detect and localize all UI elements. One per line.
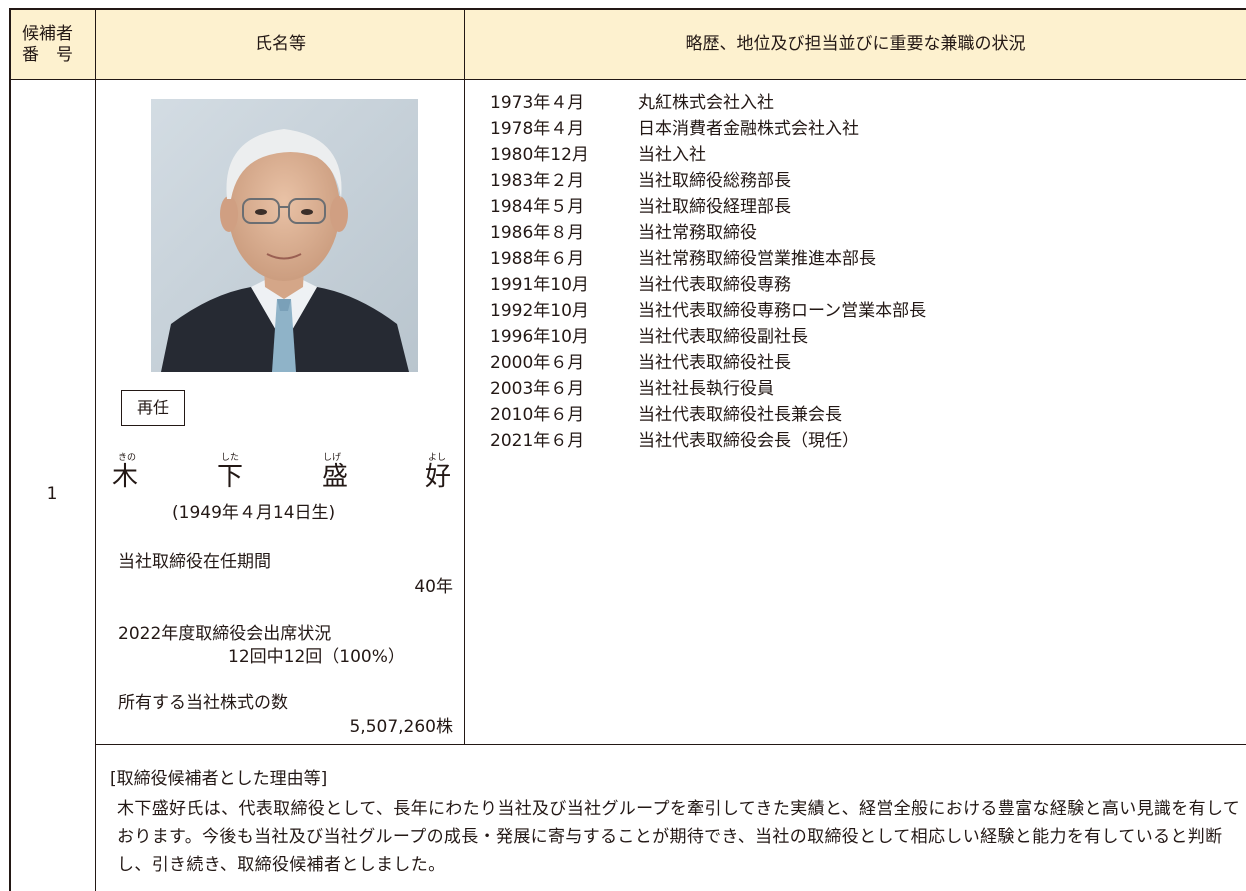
name-char-3: 盛: [322, 462, 349, 492]
divider-number-name: [95, 8, 96, 891]
left-border: [9, 8, 11, 891]
career-description: 当社取締役経理部長: [638, 197, 791, 217]
career-date: 2021年６月: [490, 431, 585, 451]
career-description: 当社代表取締役副社長: [638, 327, 808, 347]
header-cell-name: [96, 9, 465, 79]
shares-value: 5,507,260株: [349, 717, 453, 737]
career-description: 当社代表取締役専務: [638, 275, 791, 295]
header-number-line2: 番 号: [22, 45, 73, 65]
career-date: 1973年４月: [490, 93, 585, 113]
header-career: 略歴、地位及び担当並びに重要な兼職の状況: [685, 34, 1026, 54]
career-description: 当社常務取締役営業推進本部長: [638, 249, 876, 269]
name-char-4: 好: [425, 462, 452, 492]
career-date: 1980年12月: [490, 145, 589, 165]
career-entry: 1978年４月 日本消費者金融株式会社入社: [490, 116, 926, 142]
attendance-label: 2022年度取締役会出席状況: [118, 624, 332, 644]
career-date: 1978年４月: [490, 119, 585, 139]
career-description: 当社代表取締役専務ローン営業本部長: [638, 301, 927, 321]
career-date: 1983年２月: [490, 171, 585, 191]
career-entry: 1984年５月 当社取締役経理部長: [490, 194, 926, 220]
career-entry: 1983年２月 当社取締役総務部長: [490, 168, 926, 194]
career-date: 1991年10月: [490, 275, 589, 295]
career-entry: 2003年６月 当社社長執行役員: [490, 376, 926, 402]
candidate-photo: [151, 99, 418, 372]
name-char-1: 木: [112, 462, 139, 492]
career-description: 当社取締役総務部長: [638, 171, 791, 191]
header-cell-career: [465, 9, 1246, 79]
career-date: 2010年６月: [490, 405, 585, 425]
career-entry: 1986年８月 当社常務取締役: [490, 220, 926, 246]
career-date: 1992年10月: [490, 301, 589, 321]
header-name: 氏名等: [255, 34, 306, 54]
top-border: [9, 8, 1246, 10]
career-date: 1984年５月: [490, 197, 585, 217]
career-description: 日本消費者金融株式会社入社: [638, 119, 859, 139]
career-date: 1986年８月: [490, 223, 585, 243]
divider-name-career: [464, 8, 465, 744]
reason-top-border: [95, 744, 1246, 745]
career-entry: 2000年６月 当社代表取締役社長: [490, 350, 926, 376]
career-entry: 2010年６月 当社代表取締役社長兼会長: [490, 402, 926, 428]
career-description: 当社社長執行役員: [638, 379, 774, 399]
career-date: 1996年10月: [490, 327, 589, 347]
career-history-list: 1973年４月 丸紅株式会社入社 1978年４月 日本消費者金融株式会社入社 1980年…: [490, 90, 926, 454]
career-date: 1988年６月: [490, 249, 585, 269]
name-ruby-2: した: [221, 453, 240, 463]
tenure-label: 当社取締役在任期間: [118, 552, 271, 572]
career-entry: 1992年10月 当社代表取締役専務ローン営業本部長: [490, 298, 926, 324]
career-description: 当社代表取締役社長兼会長: [638, 405, 842, 425]
reappointment-badge: 再任: [121, 390, 185, 426]
career-description: 当社代表取締役会長（現任）: [638, 431, 859, 451]
career-entry: 1988年６月 当社常務取締役営業推進本部長: [490, 246, 926, 272]
career-date: 2000年６月: [490, 353, 585, 373]
attendance-value: 12回中12回（100%）: [228, 647, 405, 667]
candidate-number: 1: [46, 484, 58, 504]
portrait-image: [151, 99, 418, 372]
career-entry: 1991年10月 当社代表取締役専務: [490, 272, 926, 298]
career-entry: 1973年４月 丸紅株式会社入社: [490, 90, 926, 116]
career-description: 当社常務取締役: [638, 223, 757, 243]
career-entry: 1980年12月 当社入社: [490, 142, 926, 168]
name-ruby-1: きの: [118, 453, 137, 463]
career-description: 当社代表取締役社長: [638, 353, 791, 373]
career-entry: 2021年６月 当社代表取締役会長（現任）: [490, 428, 926, 454]
name-ruby-3: しげ: [323, 453, 342, 463]
header-cell-number: [9, 9, 96, 79]
career-entry: 1996年10月 当社代表取締役副社長: [490, 324, 926, 350]
shares-label: 所有する当社株式の数: [118, 693, 288, 713]
career-description: 丸紅株式会社入社: [638, 93, 774, 113]
reason-body: 木下盛好氏は、代表取締役として、長年にわたり当社及び当社グループを牽引してきた実…: [117, 799, 1241, 875]
name-ruby-4: よし: [428, 453, 447, 463]
reason-title: [取締役候補者とした理由等]: [110, 769, 328, 789]
career-date: 2003年６月: [490, 379, 585, 399]
header-number-line1: 候補者: [22, 24, 73, 44]
tenure-value: 40年: [414, 577, 453, 597]
career-description: 当社入社: [638, 145, 706, 165]
birth-date: (1949年４月14日生): [172, 503, 336, 523]
header-bottom-border: [9, 79, 1246, 80]
name-char-2: 下: [217, 462, 244, 492]
